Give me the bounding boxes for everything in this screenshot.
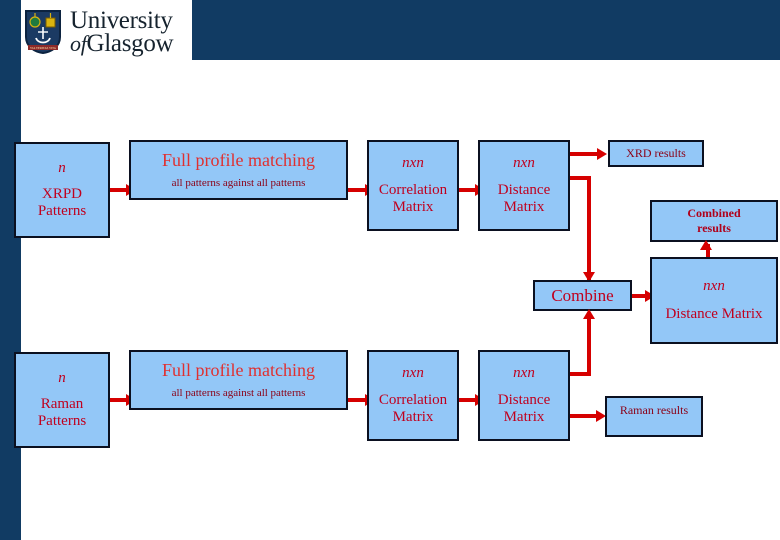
- arrowhead-xrpd-distance-to-combine: [583, 272, 595, 282]
- arrow-raman-correlation-to-distance: [459, 398, 479, 402]
- node-xrd-results[interactable]: XRD results: [608, 140, 704, 167]
- node-xrpd-distance-line1: Distance: [497, 181, 551, 198]
- arrow-xrpd-distance-to-combine-h: [570, 176, 591, 180]
- node-raman-full-profile-title: Full profile matching: [162, 360, 315, 381]
- node-combined-distance-label: Distance Matrix: [665, 306, 763, 323]
- node-xrpd-full-profile-title: Full profile matching: [162, 150, 315, 171]
- node-raman-correlation-n: nxn: [402, 365, 424, 381]
- node-xrpd-correlation-line2: Matrix: [392, 198, 434, 215]
- arrow-xrpd-matching-to-correlation: [348, 188, 370, 192]
- wordmark-glasgow: Glasgow: [86, 30, 174, 57]
- node-raman-correlation-matrix[interactable]: nxn Correlation Matrix: [367, 350, 459, 441]
- node-xrpd-correlation-n: nxn: [402, 155, 424, 171]
- node-xrd-results-label: XRD results: [626, 145, 686, 160]
- node-xrpd-distance-matrix[interactable]: nxn Distance Matrix: [478, 140, 570, 231]
- node-raman-distance-line2: Matrix: [503, 408, 545, 425]
- university-logo: VIA VERITAS VITA University ofGlasgow: [24, 6, 189, 58]
- node-xrpd-correlation-line1: Correlation: [378, 181, 448, 198]
- node-xrpd-patterns[interactable]: n XRPD Patterns: [14, 142, 110, 238]
- node-combined-distance-matrix[interactable]: nxn Distance Matrix: [650, 257, 778, 344]
- node-combined-results-line2: results: [697, 221, 731, 235]
- node-xrpd-patterns-line1: XRPD: [41, 186, 82, 202]
- node-raman-patterns[interactable]: n Raman Patterns: [14, 352, 110, 448]
- node-raman-full-profile-subtitle: all patterns against all patterns: [171, 387, 306, 400]
- node-raman-results[interactable]: Raman results: [605, 396, 703, 437]
- node-xrpd-patterns-line2: Patterns: [37, 203, 87, 220]
- arrowhead-combined-distance-to-results: [700, 240, 712, 250]
- node-combined-results[interactable]: Combined results: [650, 200, 778, 242]
- node-raman-results-label: Raman results: [619, 403, 689, 417]
- arrow-raman-matching-to-correlation: [348, 398, 370, 402]
- glasgow-crest-icon: VIA VERITAS VITA: [24, 9, 62, 55]
- arrow-xrpd-patterns-to-matching: [110, 188, 130, 192]
- arrowhead-raman-distance-to-results: [596, 410, 606, 422]
- svg-text:VIA VERITAS VITA: VIA VERITAS VITA: [30, 46, 57, 50]
- node-xrpd-full-profile-matching[interactable]: Full profile matching all patterns again…: [129, 140, 348, 200]
- header-bar: [192, 0, 780, 60]
- node-combined-distance-n: nxn: [703, 277, 725, 294]
- node-raman-patterns-n: n: [58, 369, 66, 386]
- node-raman-distance-n: nxn: [513, 365, 535, 381]
- arrow-raman-distance-to-combine-h: [570, 372, 591, 376]
- wordmark-of: of: [70, 31, 87, 56]
- wordmark-line-1: University: [70, 7, 173, 34]
- arrow-raman-distance-to-results: [570, 414, 602, 418]
- arrow-combine-to-combined-distance: [632, 294, 654, 298]
- node-raman-full-profile-matching[interactable]: Full profile matching all patterns again…: [129, 350, 348, 410]
- node-raman-correlation-line2: Matrix: [392, 408, 434, 425]
- wordmark-line-2: ofGlasgow: [70, 30, 174, 57]
- arrow-raman-distance-to-combine-v: [587, 316, 591, 374]
- arrow-xrpd-distance-to-combine-v: [587, 176, 591, 280]
- node-xrpd-distance-n: nxn: [513, 155, 535, 171]
- arrowhead-raman-distance-to-combine: [583, 309, 595, 319]
- node-combined-results-line1: Combined: [687, 206, 741, 220]
- node-xrpd-distance-line2: Matrix: [503, 198, 545, 215]
- arrow-xrpd-distance-to-xrd-results: [570, 152, 600, 156]
- node-xrpd-correlation-matrix[interactable]: nxn Correlation Matrix: [367, 140, 459, 231]
- node-raman-patterns-line2: Patterns: [37, 413, 87, 430]
- node-raman-correlation-line1: Correlation: [378, 391, 448, 408]
- node-raman-distance-matrix[interactable]: nxn Distance Matrix: [478, 350, 570, 441]
- node-combine[interactable]: Combine: [533, 280, 632, 311]
- arrow-xrpd-correlation-to-distance: [459, 188, 479, 192]
- node-raman-patterns-line1: Raman: [40, 396, 84, 412]
- university-wordmark: University ofGlasgow: [70, 7, 174, 57]
- arrow-combined-distance-to-results: [706, 244, 710, 258]
- arrowhead-xrpd-distance-to-xrd-results: [597, 148, 607, 160]
- node-xrpd-full-profile-subtitle: all patterns against all patterns: [171, 177, 306, 190]
- arrow-raman-patterns-to-matching: [110, 398, 130, 402]
- node-xrpd-patterns-n: n: [58, 159, 66, 176]
- node-combine-label: Combine: [551, 285, 614, 305]
- left-accent-strip: [0, 0, 21, 540]
- node-raman-distance-line1: Distance: [497, 391, 551, 408]
